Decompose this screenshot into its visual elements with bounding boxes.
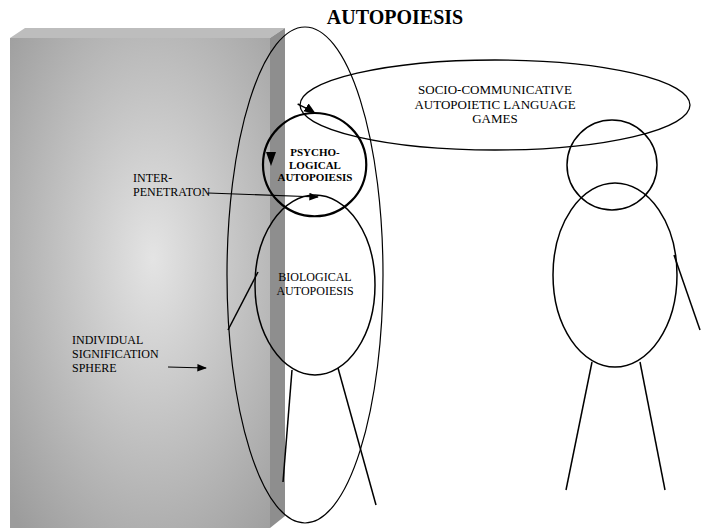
callout-label: INTER- PENETRATON <box>133 172 211 200</box>
title: AUTOPOIESIS <box>0 6 720 29</box>
autopoiesis-ellipse: BIOLOGICAL AUTOPOIESIS <box>255 195 375 375</box>
other-arm <box>674 255 700 330</box>
left-leg <box>283 370 292 482</box>
cycle-arrowhead <box>266 152 276 166</box>
ellipse-shape <box>263 113 366 216</box>
wall-top <box>10 28 285 38</box>
autopoiesis-ellipse: PSYCHO- LOGICAL AUTOPOIESIS <box>263 113 366 216</box>
other-leg <box>566 362 592 490</box>
node-text: BIOLOGICAL AUTOPOIESIS <box>268 271 363 299</box>
other-body <box>553 183 677 367</box>
node-text: SOCIO-COMMUNICATIVE AUTOPOIETIC LANGUAGE… <box>403 83 588 128</box>
leader-line <box>168 367 206 368</box>
ellipse-shape <box>255 195 375 375</box>
left-leg <box>338 368 376 505</box>
signification-sphere <box>227 27 383 523</box>
wall-front <box>10 38 270 528</box>
callout-label: INDIVIDUAL SIGNIFICATION SPHERE <box>72 334 172 375</box>
node-text: PSYCHO- LOGICAL AUTOPOIESIS <box>274 146 356 184</box>
other-leg <box>640 362 665 490</box>
left-arm <box>228 272 258 330</box>
leader-line <box>208 193 318 197</box>
